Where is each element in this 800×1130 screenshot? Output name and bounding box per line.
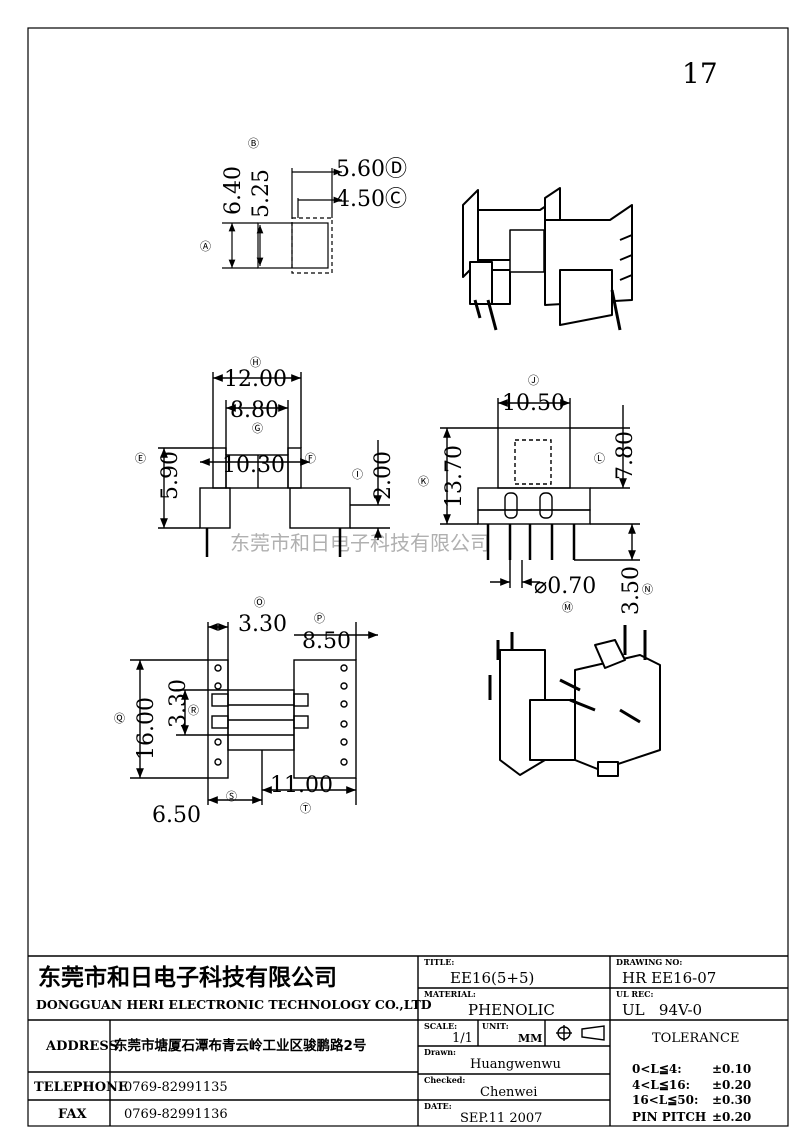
label-a: Ⓐ	[200, 240, 211, 253]
tol2-value: ±0.20	[712, 1078, 751, 1092]
bobbin-outline	[257, 222, 329, 269]
ul-head: UL REC:	[616, 989, 654, 999]
fax-label: FAX	[58, 1107, 88, 1122]
label-s: Ⓢ	[226, 790, 237, 803]
label-t: Ⓣ	[300, 802, 311, 815]
label-n: Ⓝ	[642, 583, 653, 596]
dim-l: 7.80	[613, 431, 638, 480]
tolerance-label: TOLERANCE	[652, 1031, 739, 1046]
tol1-range: 0<L≦4:	[632, 1062, 682, 1076]
company-name-cn: 东莞市和日电子科技有限公司	[38, 964, 337, 991]
checked-value: Chenwei	[480, 1085, 537, 1100]
telephone-value: 0769-82991135	[124, 1080, 228, 1095]
telephone-label: TELEPHONE	[34, 1080, 128, 1095]
watermark: 东莞市和日电子科技有限公司	[230, 531, 490, 555]
label-h: Ⓗ	[250, 356, 261, 369]
title-head: TITLE:	[424, 957, 454, 967]
label-i: Ⓘ	[352, 468, 363, 481]
dim-n: 3.50	[619, 566, 644, 615]
dim-i: 2.00	[371, 451, 396, 500]
label-k: Ⓚ	[418, 475, 429, 488]
tol3-value: ±0.30	[712, 1093, 751, 1107]
drawn-head: Drawn:	[424, 1047, 456, 1057]
fax-value: 0769-82991136	[124, 1107, 228, 1122]
bottom-view	[130, 622, 378, 805]
dim-o: 3.30	[238, 612, 287, 637]
date-head: DATE:	[424, 1101, 452, 1111]
drawing-no-head: DRAWING NO:	[616, 957, 682, 967]
scale-value: 1/1	[452, 1031, 473, 1046]
material-value: PHENOLIC	[468, 1001, 555, 1019]
drawn-value: Huangwenwu	[470, 1057, 561, 1072]
label-o: Ⓞ	[254, 596, 265, 609]
tol2-range: 4<L≦16:	[632, 1078, 690, 1092]
company-name-en: DONGGUAN HERI ELECTRONIC TECHNOLOGY CO.,…	[36, 997, 432, 1012]
material-head: MATERIAL:	[424, 989, 476, 999]
dim-p: 8.50	[302, 629, 351, 654]
label-j: Ⓙ	[528, 374, 539, 387]
tol3-range: 16<L≦50:	[632, 1093, 698, 1107]
dim-a: 6.40	[221, 166, 246, 215]
address-label: ADDRESS	[45, 1039, 118, 1054]
scale-head: SCALE:	[424, 1021, 457, 1031]
tol4-range: PIN PITCH	[632, 1110, 706, 1124]
label-r: Ⓡ	[188, 704, 199, 717]
dim-k: 13.70	[442, 445, 467, 508]
dim-b: 5.25	[249, 169, 274, 218]
dim-r: 3.30	[166, 679, 191, 728]
dim-j: 10.50	[502, 391, 565, 416]
isometric-view-bottom	[488, 625, 661, 777]
label-e: Ⓔ	[135, 452, 146, 465]
dim-e: 5.90	[158, 451, 183, 500]
ul-value: UL 94V-0	[622, 1001, 702, 1019]
label-f: Ⓕ	[305, 452, 316, 465]
label-p: Ⓟ	[314, 612, 325, 625]
unit-head: UNIT:	[482, 1021, 509, 1031]
label-q: Ⓠ	[114, 712, 125, 725]
checked-head: Checked:	[424, 1075, 465, 1085]
dim-q: 16.00	[134, 697, 159, 760]
address-value: 东莞市塘厦石潭布青云岭工业区骏鹏路2号	[114, 1037, 366, 1054]
dim-s: 6.50	[152, 803, 201, 828]
title-value: EE16(5+5)	[450, 969, 534, 987]
drawing-no-value: HR EE16-07	[622, 969, 716, 987]
label-b: Ⓑ	[248, 137, 259, 150]
dim-m: ⌀0.70	[534, 574, 596, 599]
dim-f: 10.30	[222, 453, 285, 478]
label-g: Ⓖ	[252, 422, 263, 435]
page-number: 17	[682, 57, 718, 90]
dim-g: 8.80	[230, 398, 279, 423]
isometric-view-top	[462, 187, 633, 331]
label-l: Ⓛ	[594, 452, 605, 465]
label-m: Ⓜ	[562, 601, 573, 614]
unit-value: MM	[518, 1032, 542, 1045]
dim-h: 12.00	[224, 367, 287, 392]
title-block-grid	[28, 955, 788, 1126]
front-view	[158, 372, 390, 557]
drawing-border	[27, 27, 789, 1127]
dim-d: 5.60Ⓓ	[336, 157, 407, 182]
dim-c: 4.50Ⓒ	[336, 187, 407, 212]
date-value: SEP.11 2007	[460, 1111, 542, 1126]
tol1-value: ±0.10	[712, 1062, 751, 1076]
tol4-value: ±0.20	[712, 1110, 751, 1124]
top-small-view	[222, 168, 342, 274]
dim-t: 11.00	[270, 773, 333, 798]
dashed-core-outline	[291, 217, 333, 274]
side-view	[440, 398, 640, 588]
